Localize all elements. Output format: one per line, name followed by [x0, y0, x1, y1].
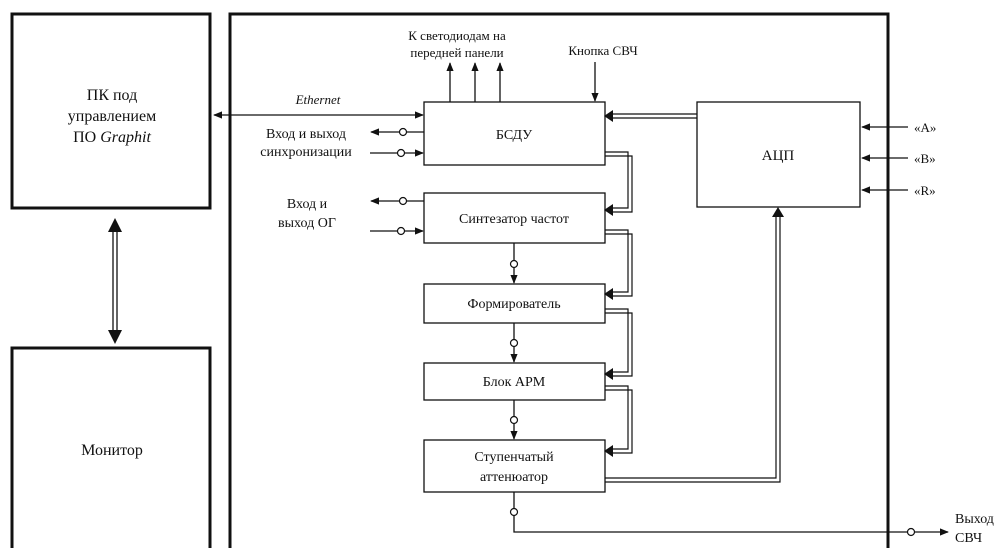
former-block [423, 283, 606, 324]
mw-output-line [509, 492, 949, 537]
sync-label-line2: синхронизации [260, 145, 352, 160]
pc-label-line2: управлением [68, 108, 156, 125]
arm-label: Блок АРМ [483, 375, 546, 390]
adc-label: АЦП [762, 148, 795, 164]
og-connectors [370, 196, 424, 236]
rf-chain-arrows [509, 243, 519, 440]
monitor-label: Монитор [81, 442, 143, 459]
synth-label: Синтезатор частот [459, 212, 569, 227]
monitor-box [10, 346, 212, 548]
pc-box [10, 12, 212, 210]
adc-inputs [861, 123, 908, 194]
mw-button-label: Кнопка СВЧ [568, 43, 638, 58]
control-bus-heads [604, 110, 784, 457]
leds-arrows [446, 62, 504, 102]
input-r-label: «R» [914, 183, 936, 198]
output-label-line2: СВЧ [955, 531, 982, 546]
leds-label-line2: передней панели [410, 45, 503, 60]
synth-block [423, 192, 606, 244]
bsdu-block [423, 101, 606, 166]
bsdu-label: БСДУ [496, 128, 532, 143]
arm-block [423, 362, 606, 401]
atten-label-line2: аттенюатор [480, 470, 548, 485]
output-label-line1: Выход [955, 512, 994, 527]
input-a-label: «A» [914, 120, 936, 135]
device-enclosure [228, 12, 890, 548]
pc-label-line3: ПО Graphit [73, 129, 151, 146]
atten-label-line1: Ступенчатый [474, 450, 554, 465]
sync-label-line1: Вход и выход [266, 127, 346, 142]
og-label-line1: Вход и [287, 197, 328, 212]
former-label: Формирователь [467, 297, 560, 312]
atten-block [423, 439, 606, 493]
og-label-line2: выход ОГ [278, 216, 336, 231]
adc-block [696, 101, 861, 208]
input-b-label: «B» [914, 151, 936, 166]
pc-label-line1: ПК под [87, 87, 137, 104]
pc-monitor-link [108, 218, 122, 344]
leds-label-line1: К светодиодам на [408, 28, 506, 43]
sync-connectors [370, 127, 424, 158]
control-bus [605, 113, 781, 483]
ethernet-label: Ethernet [295, 92, 341, 107]
